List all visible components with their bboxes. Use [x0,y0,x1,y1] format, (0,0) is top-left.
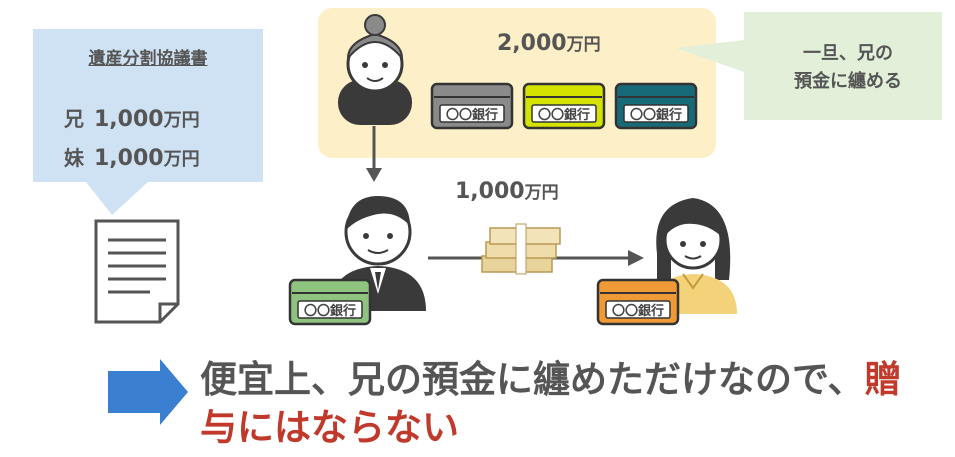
arrow-mother-to-brother-head [366,168,382,182]
transfer-amount-unit: 万円 [524,183,559,203]
mother-figure-icon [338,14,412,125]
mother-amount-unit: 万円 [566,35,601,55]
conclusion-highlight: 贈 [864,358,902,401]
agreement-row-name: 兄 [64,107,84,131]
conclusion-arrow-icon [108,359,188,425]
brother-bankbook-icon: 〇〇銀行 [288,278,372,326]
money-stack-icon [481,223,561,275]
note-line-2: 預金に纏める [794,71,902,92]
agreement-row-unit: 万円 [163,110,200,131]
agreement-row-unit: 万円 [163,149,200,170]
mother-amount-value: 2,000 [497,31,567,56]
bankbook-label: 〇〇銀行 [612,303,664,319]
agreement-title: 遺産分割協議書 [88,49,208,69]
agreement-row-sister: 妹 1,000万円 [64,142,200,171]
arrow-brother-to-sister-head [628,250,644,266]
mother-estate-amount: 2,000万円 [497,30,601,56]
document-icon [94,219,180,324]
transfer-amount-value: 1,000 [455,179,525,204]
agreement-row-amount: 1,000 [94,146,164,171]
mother-bankbook-1-icon: 〇〇銀行 [430,82,514,130]
agreement-row-amount: 1,000 [94,107,164,132]
conclusion-text: 便宜上、兄の預金に纏めただけなので、贈 与にはならない [200,356,940,452]
note-line-1: 一旦、兄の [803,43,893,64]
sister-bankbook-icon: 〇〇銀行 [596,278,680,326]
bankbook-label: 〇〇銀行 [630,107,682,123]
agreement-row-brother: 兄 1,000万円 [64,103,200,132]
note-callout [676,12,942,120]
agreement-callout-pointer [86,182,148,215]
note-text: 一旦、兄の 預金に纏める [752,40,944,96]
agreement-row-name: 妹 [64,146,84,170]
conclusion-line-2: 与にはならない [200,406,459,449]
agreement-callout [33,29,263,182]
transfer-amount: 1,000万円 [455,178,559,204]
mother-bankbook-2-icon: 〇〇銀行 [522,82,606,130]
bankbook-label: 〇〇銀行 [538,107,590,123]
conclusion-main: 便宜上、兄の預金に纏めただけなので、 [200,358,865,401]
bankbook-label: 〇〇銀行 [304,303,356,319]
mother-bankbook-3-icon: 〇〇銀行 [614,82,698,130]
bankbook-label: 〇〇銀行 [446,107,498,123]
